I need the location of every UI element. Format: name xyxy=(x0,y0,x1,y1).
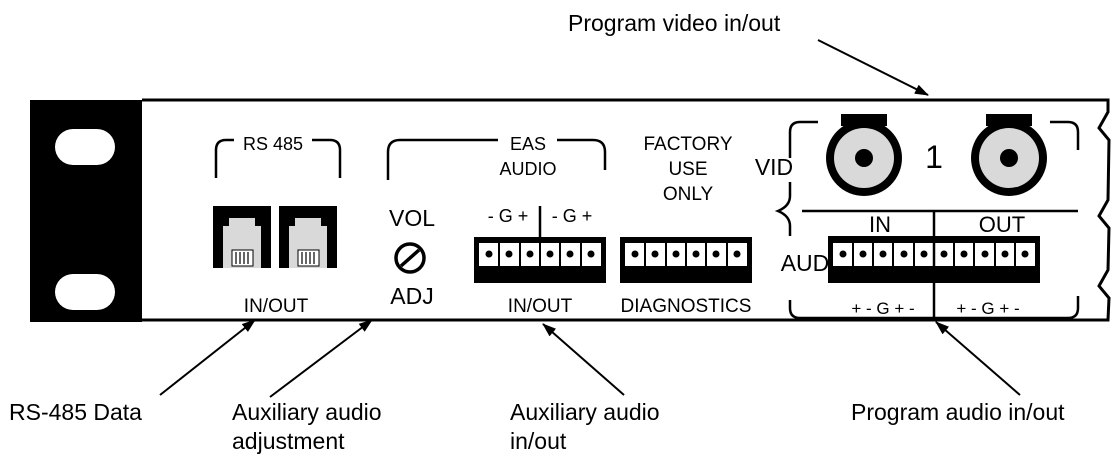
rj-jack-1[interactable] xyxy=(213,206,271,268)
callout-aux-adjust-1: Auxiliary audio xyxy=(232,399,382,425)
program-audio-terminal-block[interactable] xyxy=(828,236,1040,283)
eas-polarity-left: - G + xyxy=(488,206,529,226)
volume-trim-pot[interactable] xyxy=(394,242,426,274)
rack-mount-slot-top xyxy=(55,129,115,165)
callout-rs485-data: RS-485 Data xyxy=(9,399,142,425)
rj-jack-2[interactable] xyxy=(279,206,337,268)
volume-adjust: VOL ADJ xyxy=(389,205,435,309)
factory-label-1: FACTORY xyxy=(643,134,732,155)
factory-label-3: ONLY xyxy=(663,184,714,205)
diagnostics-terminal-block[interactable] xyxy=(620,237,752,283)
in-label: IN xyxy=(869,212,891,237)
callout-aux-adjust-2: adjustment xyxy=(232,428,345,454)
callout-aux-io-1: Auxiliary audio xyxy=(510,399,660,425)
vid-label: VID xyxy=(755,154,793,180)
out-label: OUT xyxy=(979,212,1025,237)
rack-mount-slot-bottom xyxy=(55,274,115,310)
rs485-io-label: IN/OUT xyxy=(244,296,309,317)
program-section: VID AUD 1 IN OUT xyxy=(755,114,1080,320)
arrow-program-video xyxy=(817,39,929,96)
aud-polarity-left: + - G + - xyxy=(851,299,914,318)
eas-label: EAS xyxy=(510,134,546,154)
eas-audio-section: EAS AUDIO - G + - G + IN/OUT xyxy=(386,134,607,317)
rs485-label: RS 485 xyxy=(243,134,303,154)
bnc-connector-out[interactable] xyxy=(971,114,1047,196)
aud-label: AUD xyxy=(781,250,830,276)
callout-program-audio: Program audio in/out xyxy=(851,399,1065,425)
channel-number: 1 xyxy=(925,139,943,175)
vol-label: VOL xyxy=(389,205,435,231)
rack-ear xyxy=(30,100,142,322)
callout-arrows xyxy=(159,39,1021,398)
audio-label: AUDIO xyxy=(499,159,556,179)
eas-polarity-right: - G + xyxy=(552,206,593,226)
adj-label: ADJ xyxy=(390,283,433,309)
factory-diagnostics-section: FACTORY USE ONLY DIAGNOSTICS xyxy=(620,134,752,317)
eas-io-label: IN/OUT xyxy=(508,296,573,317)
arrow-rs485 xyxy=(159,319,256,396)
arrow-aux-adjust xyxy=(269,319,373,398)
arrow-aux-io xyxy=(542,323,625,396)
diagnostics-label: DIAGNOSTICS xyxy=(621,296,752,317)
callout-program-video: Program video in/out xyxy=(568,10,781,36)
callout-aux-io-2: in/out xyxy=(510,428,567,454)
bnc-connector-in[interactable] xyxy=(826,114,902,196)
aud-polarity-right: + - G + - xyxy=(956,299,1019,318)
eas-terminal-block[interactable] xyxy=(474,237,606,283)
arrow-program-audio xyxy=(935,321,1021,396)
rs485-section: RS 485 IN/OUT xyxy=(213,134,342,317)
factory-label-2: USE xyxy=(668,159,707,180)
